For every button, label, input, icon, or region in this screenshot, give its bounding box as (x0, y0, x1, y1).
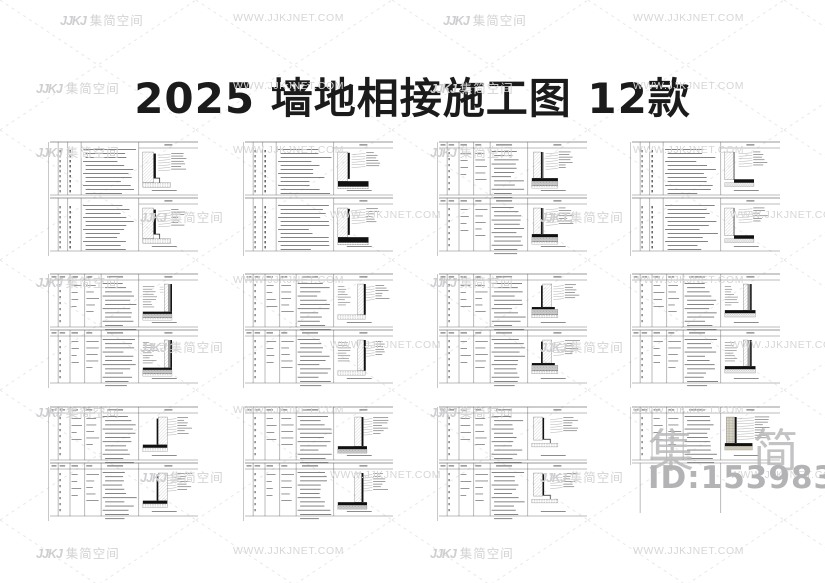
watermark-logo: JJKJ 集简空间 (443, 13, 527, 28)
cad-sheet-block (48, 405, 200, 523)
cad-sheet-block (48, 140, 200, 258)
cad-sheet-block (437, 140, 589, 258)
watermark-url: WWW.JJKJNET.COM (233, 12, 345, 24)
cad-sheet-block (630, 405, 782, 523)
watermark-url: WWW.JJKJNET.COM (633, 545, 745, 557)
watermark-logo: JJKJ 集简空间 (60, 13, 144, 28)
cad-sheet-block (630, 272, 782, 390)
cad-sheet-block (48, 272, 200, 390)
page-title: 2025 墙地相接施工图 12款 (134, 74, 691, 123)
cad-sheet-block (437, 272, 589, 390)
watermark-logo: JJKJ 集简空间 (36, 546, 120, 561)
watermark-url: WWW.JJKJNET.COM (233, 545, 345, 557)
watermark-logo: JJKJ 集简空间 (430, 546, 514, 561)
cad-sheet-block (243, 140, 395, 258)
cad-sheet-block (243, 405, 395, 523)
cad-sheet-block (243, 272, 395, 390)
cad-sheet-block (630, 140, 782, 258)
watermark-url: WWW.JJKJNET.COM (633, 12, 745, 24)
cad-sheet-block (437, 405, 589, 523)
